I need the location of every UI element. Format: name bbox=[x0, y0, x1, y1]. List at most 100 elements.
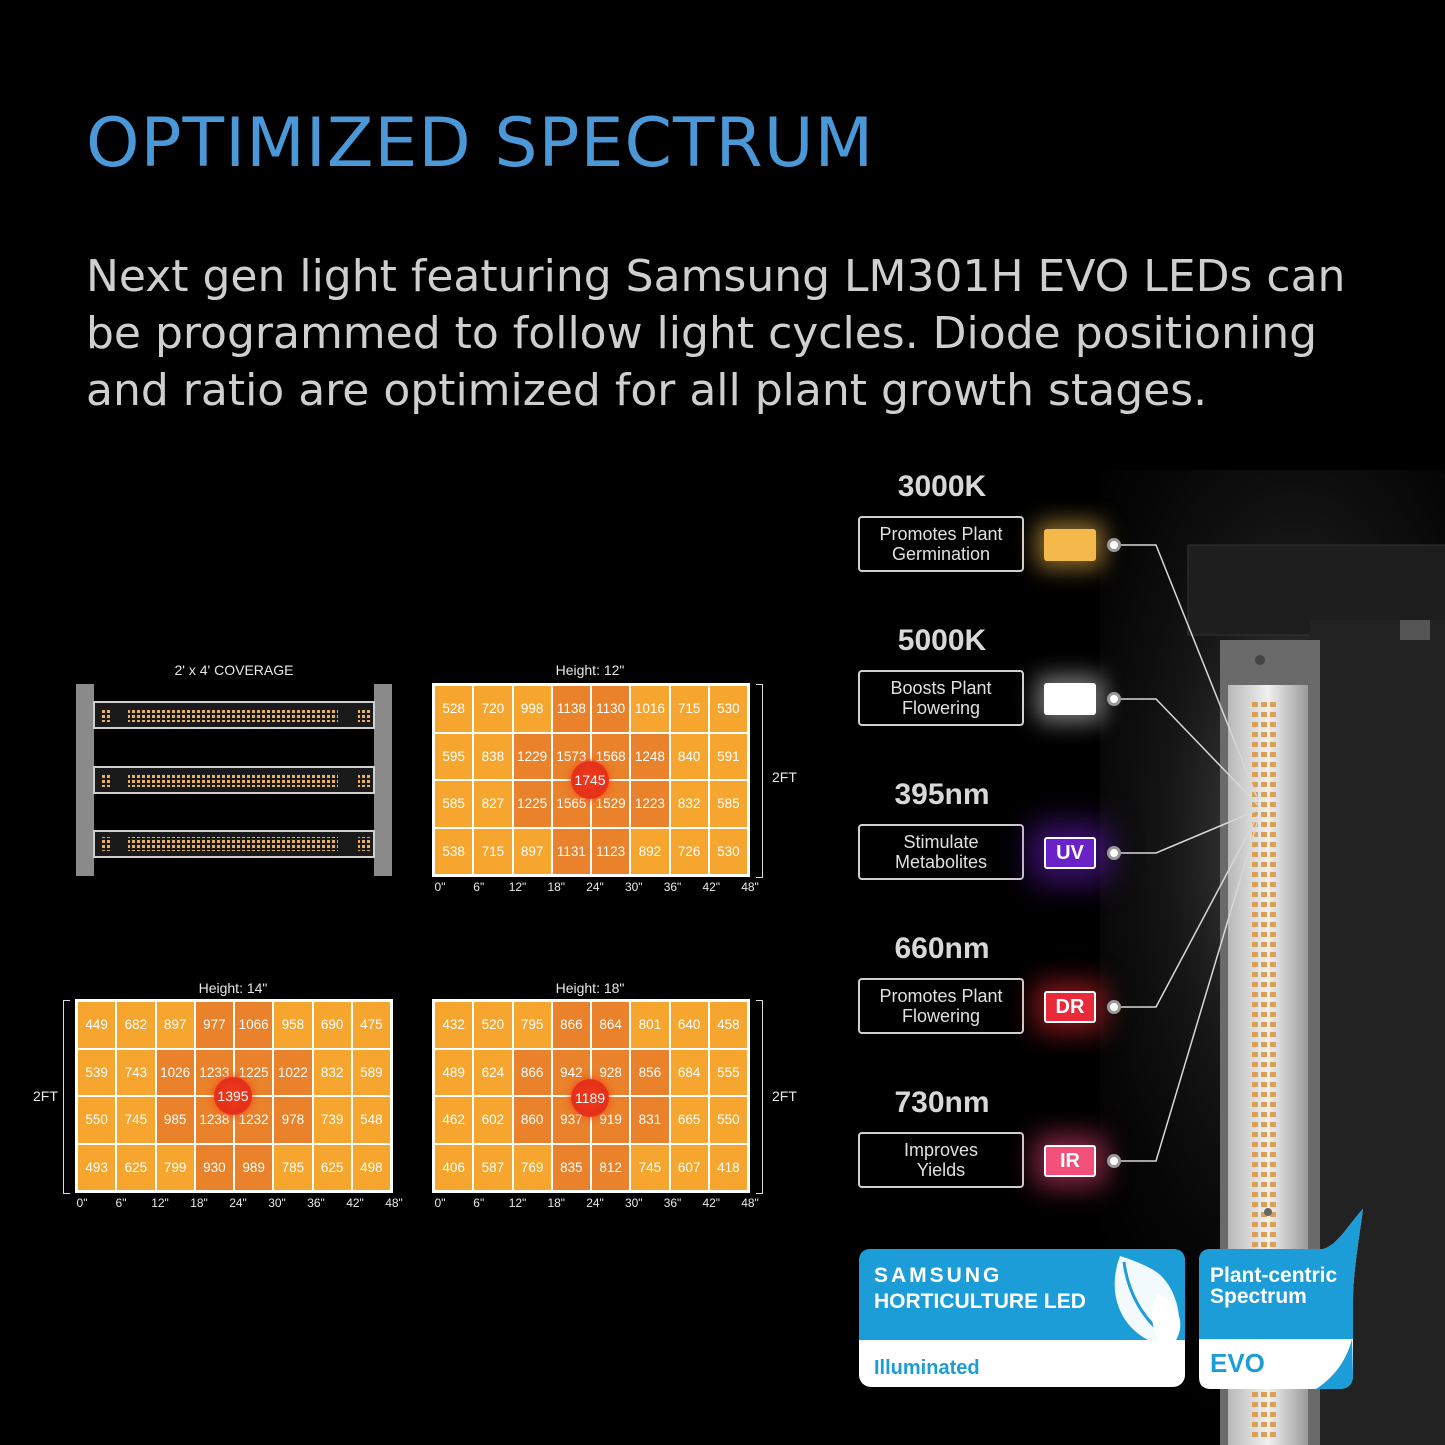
description-line: and ratio are optimized for all plant gr… bbox=[86, 365, 1208, 416]
ppfd-cell: 745 bbox=[631, 1144, 669, 1190]
benefit-line: Flowering bbox=[901, 698, 981, 718]
ppfd-cell: 720 bbox=[474, 686, 512, 732]
spectrum-heading: 3000K bbox=[897, 470, 987, 503]
map-height-label: Height: 12" bbox=[555, 662, 625, 678]
benefit-line: Improves bbox=[903, 1140, 979, 1160]
ppfd-cell: 550 bbox=[78, 1097, 116, 1143]
ppfd-cell: 715 bbox=[474, 828, 512, 874]
benefit-line: Germination bbox=[891, 544, 991, 564]
ppfd-cell: 449 bbox=[78, 1002, 116, 1048]
x-tick-label: 48" bbox=[385, 1196, 403, 1210]
description-line: Next gen light featuring Samsung LM301H … bbox=[86, 251, 1346, 302]
peak-marker: 1189 bbox=[571, 1079, 609, 1117]
x-tick-label: 12" bbox=[508, 880, 527, 894]
ppfd-cell: 1568 bbox=[592, 733, 630, 779]
ppfd-cell: 930 bbox=[195, 1144, 233, 1190]
height-bracket bbox=[756, 1000, 763, 1194]
ppfd-cell: 539 bbox=[78, 1049, 116, 1095]
height-bracket bbox=[756, 684, 763, 878]
light-bar-2 bbox=[93, 766, 375, 794]
ppfd-cell: 978 bbox=[274, 1097, 312, 1143]
ppfd-cell: 715 bbox=[670, 686, 708, 732]
page-title: OPTIMIZED SPECTRUM bbox=[86, 104, 875, 183]
x-tick-label: 18" bbox=[547, 1196, 566, 1210]
ppfd-cell: 977 bbox=[195, 1002, 233, 1048]
ppfd-cell: 998 bbox=[513, 686, 551, 732]
diode-chip-ir: IR bbox=[1044, 1145, 1096, 1177]
x-tick-label: 42" bbox=[702, 880, 721, 894]
x-tick-label: 42" bbox=[346, 1196, 364, 1210]
coverage-title: 2' x 4' COVERAGE bbox=[174, 662, 294, 678]
ppfd-cell: 739 bbox=[313, 1097, 351, 1143]
ppfd-cell: 1123 bbox=[592, 828, 630, 874]
connector-dot bbox=[1107, 692, 1121, 706]
diode-chip-uv: UV bbox=[1044, 837, 1096, 869]
frame-rail-right bbox=[374, 684, 392, 876]
ppfd-cell: 989 bbox=[235, 1144, 273, 1190]
x-tick-label: 42" bbox=[702, 1196, 721, 1210]
ppfd-cell: 799 bbox=[156, 1144, 194, 1190]
ppfd-cell: 624 bbox=[474, 1049, 512, 1095]
ppfd-cell: 585 bbox=[435, 781, 473, 827]
spectrum-heading: 730nm bbox=[894, 1086, 990, 1119]
ppfd-cell: 602 bbox=[474, 1097, 512, 1143]
ppfd-cell: 406 bbox=[435, 1144, 473, 1190]
x-tick-label: 30" bbox=[268, 1196, 286, 1210]
benefit-line: Promotes Plant bbox=[879, 986, 1003, 1006]
benefit-line: Metabolites bbox=[894, 852, 988, 872]
x-tick-label: 18" bbox=[547, 880, 566, 894]
ppfd-cell: 831 bbox=[631, 1097, 669, 1143]
samsung-brand: SAMSUNG bbox=[874, 1264, 1003, 1287]
ppfd-cell: 493 bbox=[78, 1144, 116, 1190]
ppfd-cell: 640 bbox=[670, 1002, 708, 1048]
ppfd-cell: 1016 bbox=[631, 686, 669, 732]
ppfd-cell: 682 bbox=[117, 1002, 155, 1048]
ppfd-cell: 832 bbox=[313, 1049, 351, 1095]
description: Next gen light featuring Samsung LM301H … bbox=[86, 248, 1386, 419]
peak-marker: 1395 bbox=[214, 1077, 252, 1115]
x-tick-label: 48" bbox=[741, 1196, 759, 1210]
connector-dot bbox=[1107, 538, 1121, 552]
spectrum-heading: 5000K bbox=[897, 624, 987, 657]
ppfd-cell: 769 bbox=[513, 1144, 551, 1190]
ppfd-cell: 548 bbox=[352, 1097, 390, 1143]
ppfd-cell: 530 bbox=[709, 828, 747, 874]
ppfd-cell: 587 bbox=[474, 1144, 512, 1190]
x-tick-label: 0" bbox=[434, 880, 446, 894]
size-label: 2FT bbox=[772, 1088, 797, 1104]
ppfd-cell: 985 bbox=[156, 1097, 194, 1143]
x-tick-label: 12" bbox=[508, 1196, 527, 1210]
ppfd-cell: 897 bbox=[513, 828, 551, 874]
ppfd-cell: 1229 bbox=[513, 733, 551, 779]
ppfd-cell: 498 bbox=[352, 1144, 390, 1190]
ppfd-cell: 897 bbox=[156, 1002, 194, 1048]
coverage-diagram bbox=[76, 684, 392, 876]
ppfd-cell: 458 bbox=[709, 1002, 747, 1048]
ppfd-cell: 607 bbox=[670, 1144, 708, 1190]
x-tick-label: 24" bbox=[586, 880, 604, 894]
connector-dot bbox=[1107, 1000, 1121, 1014]
connector-dot bbox=[1107, 846, 1121, 860]
x-tick-label: 12" bbox=[151, 1196, 169, 1210]
samsung-horticulture-badge bbox=[859, 1249, 1185, 1387]
map-height-label: Height: 14" bbox=[198, 980, 268, 996]
ppfd-cell: 856 bbox=[631, 1049, 669, 1095]
x-axis-ticks: 0"6"12"18"24"30"36"42"48" bbox=[435, 880, 759, 896]
ppfd-cell: 1138 bbox=[552, 686, 590, 732]
ppfd-cell: 591 bbox=[709, 733, 747, 779]
x-tick-label: 36" bbox=[663, 880, 682, 894]
frame-rail-left bbox=[76, 684, 94, 876]
evo-badge bbox=[1199, 1209, 1363, 1389]
ppfd-cell: 835 bbox=[552, 1144, 590, 1190]
benefit-line: Boosts Plant bbox=[890, 678, 992, 698]
ppfd-cell: 864 bbox=[592, 1002, 630, 1048]
benefit-line: Flowering bbox=[901, 1006, 981, 1026]
x-tick-label: 24" bbox=[586, 1196, 604, 1210]
ppfd-cell: 520 bbox=[474, 1002, 512, 1048]
